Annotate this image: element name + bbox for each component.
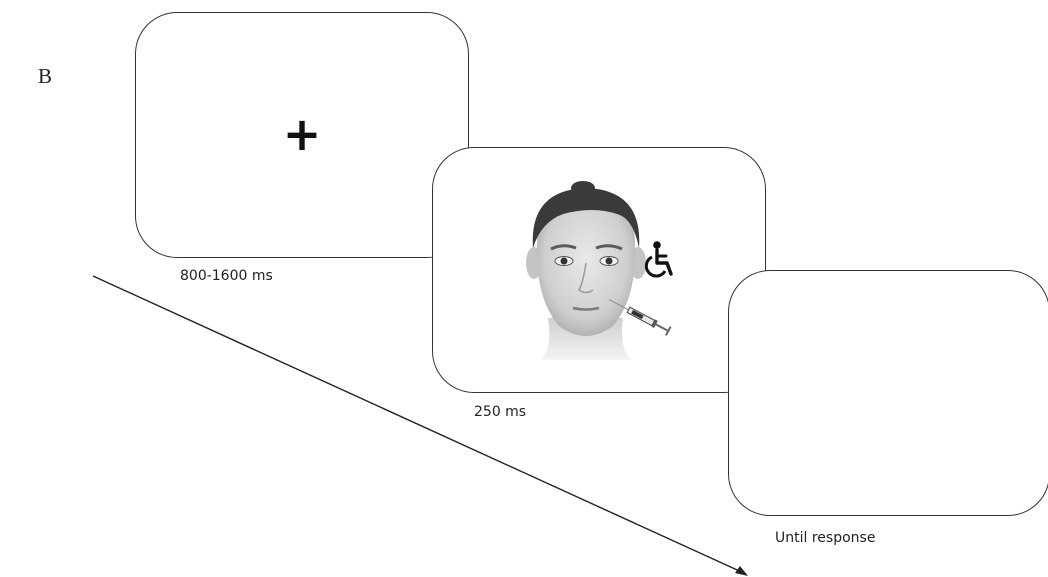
panel-letter: B [38,64,53,88]
face-photo [526,181,646,360]
stimulus-screen [432,147,766,393]
fixation-duration-label: 800-1600 ms [180,268,273,284]
stimulus-duration-label: 250 ms [474,404,527,420]
response-duration-label: Until response [775,530,876,546]
wheelchair-icon [644,241,673,278]
syringe-icon [608,299,672,336]
response-screen [728,270,1048,516]
fixation-screen: + [135,12,469,258]
face-stimulus-image [526,181,673,360]
fixation-cross: + [282,106,322,161]
